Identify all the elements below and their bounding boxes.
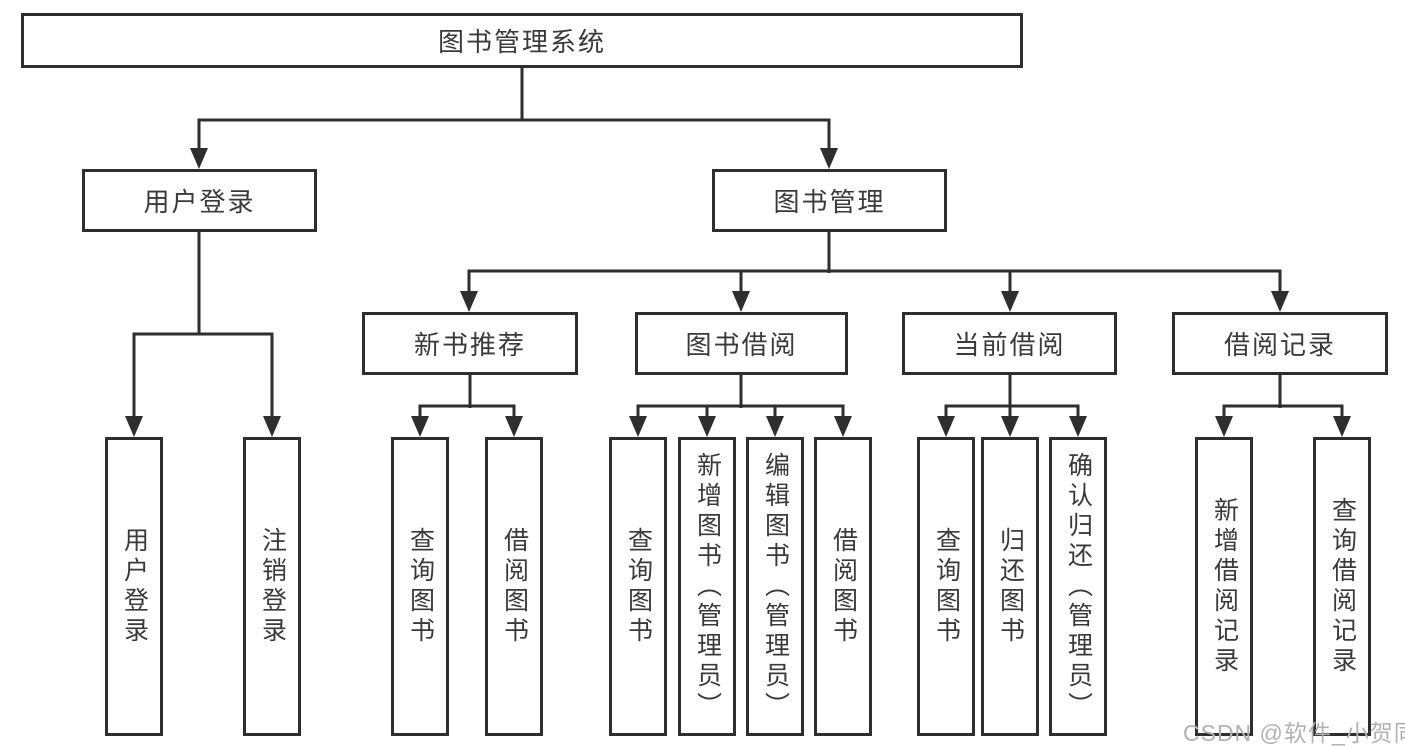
leaf-bb-query-book-label: 查询图书: [624, 526, 653, 647]
node-current-borrow-label: 当前借阅: [953, 330, 1066, 360]
leaf-br-add-record: 新增借阅记录: [1195, 437, 1253, 736]
leaf-bb-borrow-book: 借阅图书: [814, 437, 872, 736]
node-book-mgmt-label: 图书管理: [773, 187, 886, 217]
leaf-bb-borrow-book-label: 借阅图书: [829, 526, 858, 647]
node-book-mgmt: 图书管理: [712, 169, 947, 232]
leaf-nb-query-book: 查询图书: [391, 437, 449, 736]
leaf-nb-query-book-label: 查询图书: [406, 526, 435, 647]
node-root: 图书管理系统: [21, 13, 1023, 68]
leaf-cb-query-book-label: 查询图书: [932, 526, 961, 647]
node-book-borrow-label: 图书借阅: [685, 330, 798, 360]
node-new-book: 新书推荐: [362, 312, 578, 375]
leaf-user-login: 用户登录: [105, 437, 163, 736]
node-user-login-label: 用户登录: [143, 187, 256, 217]
leaf-br-query-record: 查询借阅记录: [1313, 437, 1371, 736]
leaf-cb-return-book-label: 归还图书: [996, 526, 1025, 647]
watermark: CSDN @软件_小贺同学: [1183, 720, 1405, 746]
node-root-label: 图书管理系统: [437, 27, 606, 57]
leaf-bb-add-book-label: 新增图书（管理员）: [693, 451, 722, 722]
leaf-user-login-label: 用户登录: [120, 526, 149, 647]
node-new-book-label: 新书推荐: [413, 330, 526, 360]
leaf-bb-edit-book: 编辑图书（管理员）: [746, 437, 804, 736]
node-borrow-record: 借阅记录: [1172, 312, 1388, 375]
node-current-borrow: 当前借阅: [902, 312, 1117, 375]
leaf-cb-confirm-return: 确认归还（管理员）: [1049, 437, 1107, 736]
leaf-br-add-record-label: 新增借阅记录: [1210, 496, 1239, 677]
leaf-logout-login-label: 注销登录: [258, 526, 287, 647]
node-book-borrow: 图书借阅: [635, 312, 848, 375]
leaf-bb-add-book: 新增图书（管理员）: [678, 437, 736, 736]
arrow-down-icons: [125, 148, 1351, 437]
leaf-nb-borrow-book: 借阅图书: [485, 437, 543, 736]
node-borrow-record-label: 借阅记录: [1223, 330, 1336, 360]
leaf-nb-borrow-book-label: 借阅图书: [500, 526, 529, 647]
leaf-br-query-record-label: 查询借阅记录: [1328, 496, 1357, 677]
leaf-bb-edit-book-label: 编辑图书（管理员）: [761, 451, 790, 722]
leaf-cb-return-book: 归还图书: [981, 437, 1039, 736]
leaf-cb-confirm-return-label: 确认归还（管理员）: [1064, 451, 1093, 722]
node-user-login: 用户登录: [82, 169, 317, 232]
leaf-bb-query-book: 查询图书: [609, 437, 667, 736]
leaf-logout-login: 注销登录: [243, 437, 301, 736]
leaf-cb-query-book: 查询图书: [917, 437, 975, 736]
